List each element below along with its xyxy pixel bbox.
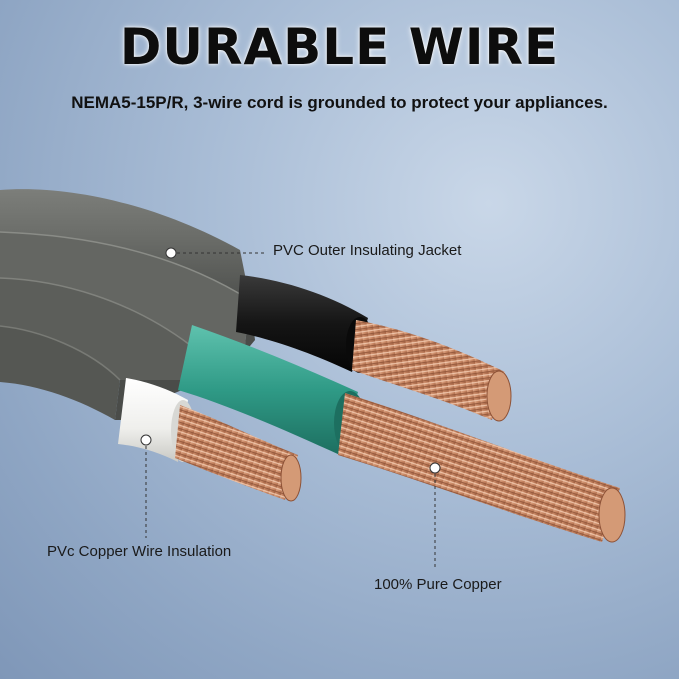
white-wire: [118, 378, 302, 502]
callout-copper-label: 100% Pure Copper: [374, 576, 502, 593]
green-wire: [178, 325, 626, 543]
callout-jacket-marker: [165, 247, 266, 259]
subheadline: NEMA5-15P/R, 3-wire cord is grounded to …: [71, 93, 608, 112]
callout-insulation-marker: [140, 434, 152, 538]
callout-copper-marker: [429, 462, 441, 570]
headline: DURABLE WIRE: [119, 18, 560, 76]
pvc-outer-jacket: [0, 189, 255, 420]
black-wire: [236, 275, 512, 422]
callout-jacket-label: PVC Outer Insulating Jacket: [273, 242, 462, 259]
callout-insulation-label: PVc Copper Wire Insulation: [47, 543, 232, 560]
